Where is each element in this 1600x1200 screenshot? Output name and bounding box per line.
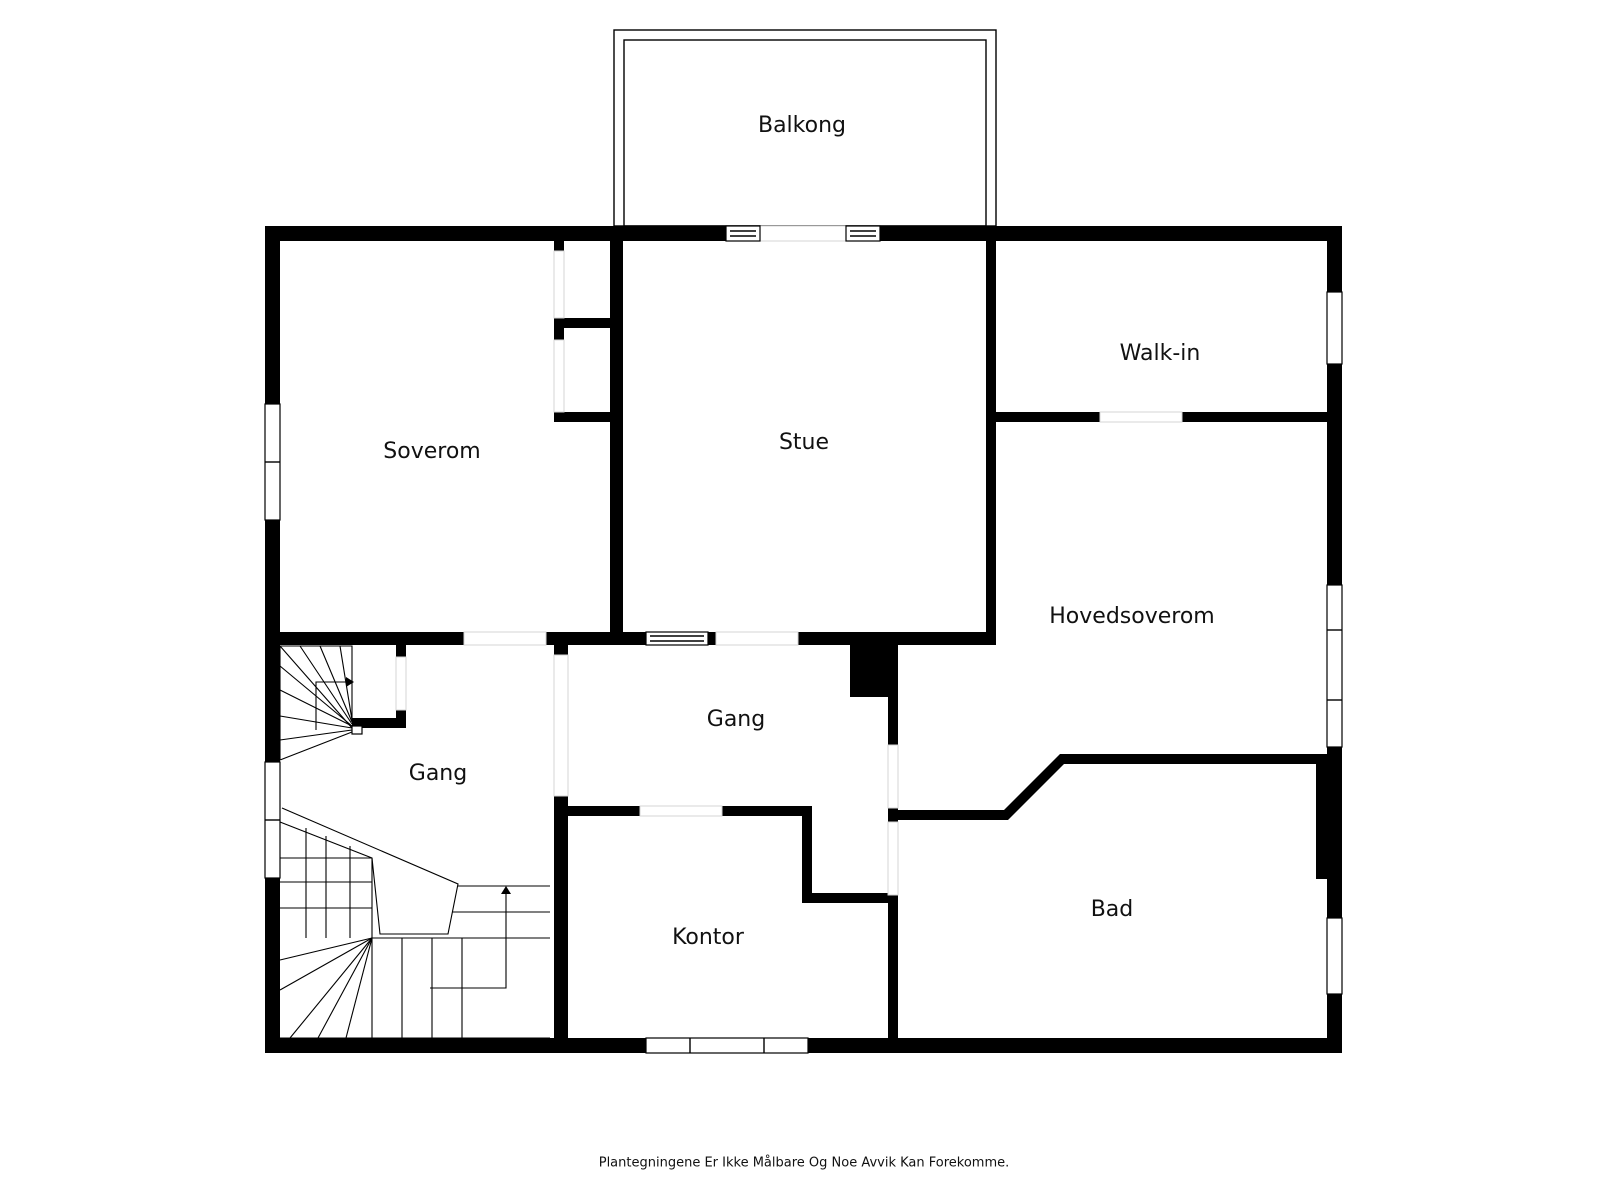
room-label-kontor: Kontor xyxy=(672,925,745,950)
room-label-stue: Stue xyxy=(779,430,829,455)
room-label-balkong: Balkong xyxy=(758,113,846,138)
disclaimer-text: Plantegningene Er Ikke Målbare Og Noe Av… xyxy=(599,1156,1010,1171)
room-label-gang-middle: Gang xyxy=(707,707,765,732)
door-openings xyxy=(395,225,1183,896)
windows xyxy=(264,225,1343,1054)
room-label-soverom: Soverom xyxy=(383,439,480,464)
room-label-walk-in: Walk-in xyxy=(1120,341,1201,366)
room-label-bad: Bad xyxy=(1091,897,1134,922)
room-label-gang-left: Gang xyxy=(409,761,467,786)
staircase-upper xyxy=(279,645,363,761)
room-label-hovedsoverom: Hovedsoverom xyxy=(1049,604,1214,629)
staircase-lower xyxy=(279,807,550,1039)
